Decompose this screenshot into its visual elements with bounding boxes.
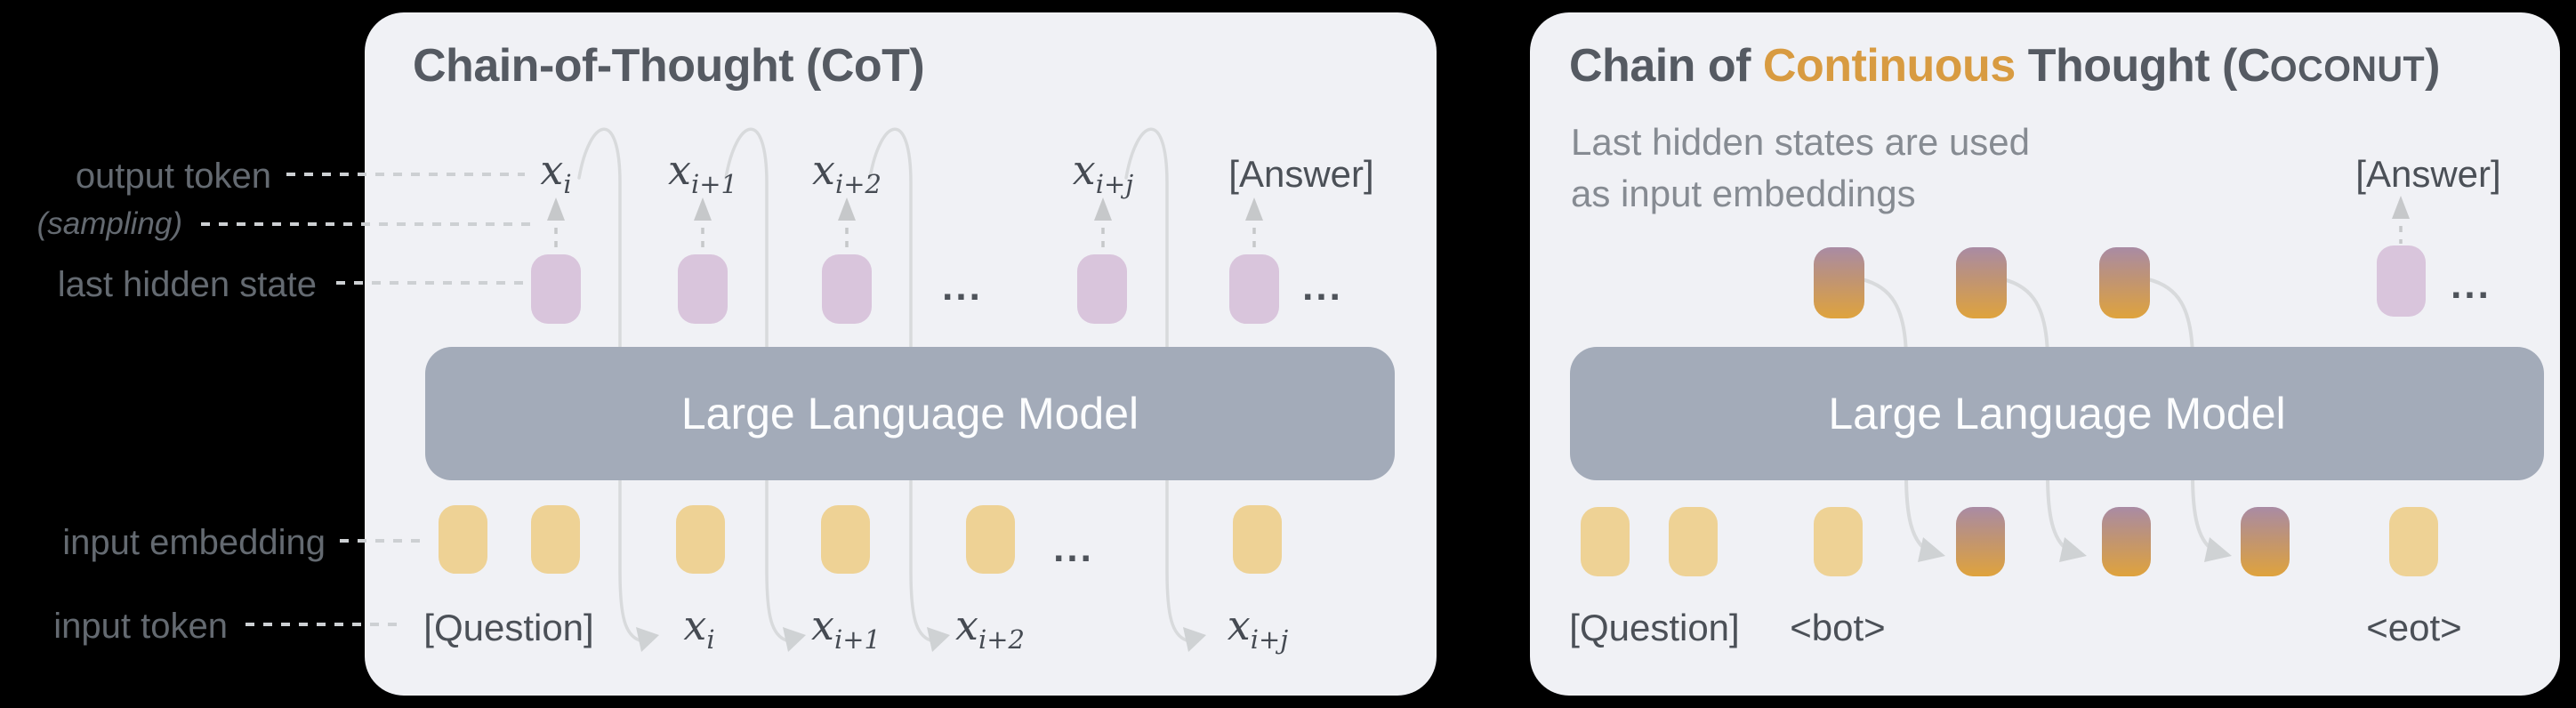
output-token-xij: xi+j <box>1072 146 1134 200</box>
leader-line-sampling <box>201 222 532 226</box>
loop-arrow-xi <box>577 127 641 642</box>
thought-feed-arrowhead <box>2059 537 2087 562</box>
hidden-row-ellipsis: ... <box>942 265 983 309</box>
input-token-bot: <bot> <box>1790 607 1886 648</box>
hidden-state-block <box>2377 245 2426 317</box>
loop-arrowhead-xi <box>636 627 659 652</box>
hidden-state-block <box>822 254 872 324</box>
input-embedding-block <box>1814 507 1863 576</box>
coconut-title: Chain of Continuous Thought (COCONUT) <box>1569 39 2440 93</box>
input-embedding-block <box>531 505 580 574</box>
leader-line-input-token <box>246 623 398 626</box>
input-embedding-block <box>2389 507 2438 576</box>
cot-loop-arrows <box>577 127 1206 652</box>
coconut-title-thought: Thought (C <box>2015 40 2271 92</box>
input-embedding-block <box>676 505 725 574</box>
input-token-question: [Question] <box>1569 607 1740 648</box>
input-token-eot: <eot> <box>2366 607 2462 648</box>
output-token-xi1: xi+1 <box>668 146 737 200</box>
sampling-arrow <box>694 197 712 253</box>
annotation-sampling: (sampling) <box>36 206 182 241</box>
input-embedding-block <box>821 505 870 574</box>
loop-arrow-xi1 <box>724 127 788 642</box>
annotation-input-embedding: input embedding <box>62 523 326 562</box>
coconut-title-chain-of: Chain of <box>1569 40 1763 92</box>
continuous-thought-block <box>2099 247 2150 318</box>
input-embedding-block <box>1581 507 1630 576</box>
sampling-arrow <box>1094 197 1112 253</box>
input-token-question: [Question] <box>423 607 594 648</box>
coconut-subtitle-line1: Last hidden states are used <box>1571 121 2031 163</box>
leader-line-output-token <box>286 173 525 176</box>
input-token-xi2: xi+2 <box>955 601 1025 656</box>
sampling-arrow <box>838 197 856 253</box>
leader-line-last-hidden-state <box>336 281 535 285</box>
hidden-state-block <box>678 254 728 324</box>
input-token-xi: xi <box>683 601 715 656</box>
llm-label: Large Language Model <box>680 389 1139 438</box>
sampling-arrow <box>547 197 565 253</box>
hidden-state-block <box>1229 254 1279 324</box>
input-token-xi1: xi+1 <box>811 601 881 656</box>
output-token-xi: xi <box>540 146 572 200</box>
annotation-input-token: input token <box>53 607 228 646</box>
coconut-title-continuous: Continuous <box>1762 40 2016 92</box>
sampling-arrow <box>1245 197 1263 253</box>
hidden-row-ellipsis: ... <box>1302 265 1343 309</box>
cot-title: Chain-of-Thought (CoT) <box>413 40 925 92</box>
hidden-state-block <box>1077 254 1127 324</box>
continuous-input-block <box>2102 507 2151 576</box>
continuous-input-block <box>1956 507 2005 576</box>
sampling-arrow <box>2392 196 2410 244</box>
loop-arrow-xi2 <box>868 127 932 642</box>
annotation-output-token: output token <box>75 157 271 196</box>
coconut-subtitle-line2: as input embeddings <box>1571 173 1916 214</box>
llm-box: Large Language Model <box>1570 347 2544 480</box>
llm-box: Large Language Model <box>425 347 1395 480</box>
cot-panel: Chain-of-Thought (CoT) xi xi+1 xi+2 xi+j… <box>365 12 1437 696</box>
thought-feed-arrowhead <box>1918 537 1945 562</box>
coconut-title-oconut: OCONUT <box>2269 50 2426 89</box>
output-token-xi2: xi+2 <box>812 146 881 200</box>
loop-arrowhead-xi1 <box>783 627 806 652</box>
input-token-xij: xi+j <box>1227 601 1289 656</box>
thought-feed-arrowhead <box>2204 537 2232 562</box>
loop-arrowhead-xij <box>1183 627 1206 652</box>
continuous-input-block <box>2241 507 2290 576</box>
coconut-panel: Chain of Continuous Thought (COCONUT) La… <box>1530 12 2560 696</box>
input-embedding-block <box>1669 507 1718 576</box>
llm-label: Large Language Model <box>1828 389 2286 438</box>
output-token-answer: [Answer] <box>2355 153 2501 195</box>
continuous-thought-block <box>1956 247 2007 318</box>
leader-line-input-embedding <box>340 539 422 543</box>
coconut-title-close-paren: ) <box>2425 40 2440 92</box>
output-token-answer: [Answer] <box>1228 153 1374 195</box>
input-embedding-block <box>439 505 487 574</box>
loop-arrow-xij <box>1124 127 1188 642</box>
input-embedding-block <box>1233 505 1282 574</box>
hidden-state-block <box>531 254 581 324</box>
loop-arrowhead-xi2 <box>927 627 950 652</box>
annotation-last-hidden-state: last hidden state <box>57 265 317 304</box>
input-embedding-block <box>966 505 1015 574</box>
continuous-thought-block <box>1814 247 1864 318</box>
embedding-row-ellipsis: ... <box>1053 527 1094 570</box>
hidden-row-ellipsis: ... <box>2451 263 2491 307</box>
